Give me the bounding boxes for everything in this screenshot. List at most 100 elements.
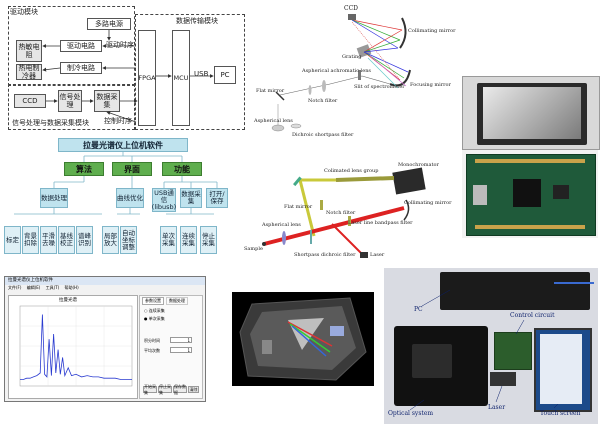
software-leaf-2: 平滑去噪 <box>40 226 57 254</box>
slit-label: Slit of spectrometer <box>354 84 405 90</box>
menu-tools[interactable]: 工具(T) <box>45 285 60 290</box>
control-circuit-photo-label: Control circuit <box>510 312 555 319</box>
software-tree-panel: 拉曼光谱仪上位机软件 算法 界面 功能 数据处理 曲线优化 USB通信(libu… <box>0 134 240 258</box>
menu-edit[interactable]: 编辑(E) <box>26 285 41 290</box>
dichroic-filter-label: Dichroic shortpass filter <box>292 132 354 138</box>
average-count-label: 平均次数 <box>144 348 160 353</box>
algorithm-label: 算法 <box>76 164 92 174</box>
block-diagram-arrows <box>42 30 214 123</box>
device-photo: PC Control circuit Optical system Laser … <box>384 268 598 424</box>
interface-box: 界面 <box>112 162 152 176</box>
software-leaf-3: 基线校正 <box>58 226 75 254</box>
graph-title: 拉曼光谱 <box>59 298 77 303</box>
software-window: 拉曼光谱仪上位机软件 文件(F) 编辑(E) 工具(T) 帮助(H) 拉曼光谱 … <box>4 276 206 402</box>
integration-time-input[interactable]: 1 <box>170 337 192 343</box>
spectrum-chart <box>19 305 133 387</box>
spectrum-line <box>20 314 132 380</box>
data-process-box: 数据处理 <box>40 188 68 208</box>
fpga-box: FPGA <box>138 30 156 126</box>
device-leader-lines <box>409 289 559 411</box>
flat-mirror-label-mid: Flat mirror <box>284 204 313 210</box>
tab-process[interactable]: 数据处理 <box>166 297 188 305</box>
signal-module-outline <box>8 84 135 130</box>
optical-cavity <box>412 344 452 378</box>
notch-filter-label-top: Notch filter <box>308 98 338 104</box>
option-single[interactable]: ● 单次采集 <box>144 316 165 321</box>
software-title: 拉曼光谱仪上位机软件 <box>83 140 163 150</box>
software-leaf-9: 停止采集 <box>200 226 217 254</box>
optical-housing <box>394 326 488 406</box>
curve-opt-box: 曲线优化 <box>116 188 144 208</box>
algorithm-box: 算法 <box>64 162 104 176</box>
optics-mid-panel: Colimated lens group Monochromator Flat … <box>244 160 456 264</box>
software-leaf-7: 单次采集 <box>160 226 177 254</box>
touch-screen-photo-label: Touch screen <box>540 410 581 417</box>
aspherical-lens-label-mid: Aspherical lens <box>262 222 301 228</box>
menu-file[interactable]: 文件(F) <box>8 285 22 290</box>
open-save-box: 打开/保存 <box>206 188 228 208</box>
laptop-silhouette <box>440 272 590 310</box>
pcb-chip <box>513 179 541 207</box>
ccd-box: CCD <box>14 94 46 108</box>
software-leaf-5: 局部放大 <box>102 226 119 254</box>
cooling-circuit-box: 制冷电路 <box>60 62 102 74</box>
start-acquire-button[interactable]: 开始采集 <box>143 383 157 395</box>
usb-comm-box: USB通信(libusb) <box>151 188 177 212</box>
stop-acquire-button[interactable]: 停止采集 <box>158 383 172 395</box>
drive-module-label: 驱动模块 <box>10 8 38 16</box>
optics-mid-drawing <box>262 167 426 258</box>
interface-label: 界面 <box>124 164 140 174</box>
signal-module-label: 信号处理与数据采集模块 <box>12 119 89 127</box>
touchscreen-glass <box>483 87 581 139</box>
optics-top-drawing <box>271 14 411 132</box>
circuit-board-photo <box>462 150 598 238</box>
aspherical-lens-label-top: Aspherical lens <box>254 118 293 124</box>
function-label: 功能 <box>174 164 190 174</box>
software-leaf-0: 标定 <box>4 226 21 254</box>
save-data-button[interactable]: 保存数据 <box>173 383 187 395</box>
software-tree-lines <box>14 152 218 215</box>
control-timing-label: 控制时序 <box>104 117 132 125</box>
pc-box: PC <box>214 66 236 84</box>
monochromator-label: Monochromator <box>398 162 439 168</box>
optical-system-photo-label: Optical system <box>388 410 434 417</box>
window-title: 拉曼光谱仪上位机软件 <box>8 278 53 283</box>
achromatic-lens-label: Aspherical achromatic lens <box>302 68 371 74</box>
option-continuous[interactable]: ○ 连续采集 <box>144 308 165 313</box>
laser-photo-label: Laser <box>488 404 506 411</box>
pcb-header-bottom <box>475 225 585 229</box>
thermistor-box: 热敏电阻 <box>16 40 42 62</box>
notch-filter-label-mid: Notch filter <box>326 210 356 216</box>
pc-photo-label: PC <box>414 306 423 313</box>
laser-module <box>490 372 516 386</box>
data-collect-box: 数据采集 <box>180 188 202 208</box>
optics-3d-drawing <box>239 297 367 381</box>
shortpass-dichroic-label: Shortpass dichroic filter <box>294 252 356 258</box>
multi-power-box: 多路电源 <box>87 18 131 30</box>
tab-params[interactable]: 参数设置 <box>142 297 164 305</box>
software-leaf-1: 背景扣除 <box>22 226 39 254</box>
function-box: 功能 <box>162 162 202 176</box>
average-count-input[interactable]: 1 <box>170 347 192 353</box>
thermo-cooler-box: 热电制冷器 <box>16 64 42 80</box>
menu-help[interactable]: 帮助(H) <box>64 285 79 290</box>
window-titlebar: 拉曼光谱仪上位机软件 <box>5 277 205 285</box>
optics-3d-render <box>232 292 374 386</box>
signal-proc-box: 信号处理 <box>58 90 82 112</box>
clear-button[interactable]: 清除 <box>188 386 199 393</box>
pcb-header <box>475 159 585 163</box>
graph-area: 拉曼光谱 <box>8 295 138 399</box>
ccd-label: CCD <box>344 5 358 12</box>
cable <box>554 282 594 284</box>
focusing-mirror-label: Focusing mirror <box>410 82 451 88</box>
software-leaf-8: 连续采集 <box>180 226 197 254</box>
grating-label: Grating <box>342 54 362 60</box>
usb-label: USB <box>194 70 209 78</box>
window-menubar: 文件(F) 编辑(E) 工具(T) 帮助(H) <box>5 285 205 291</box>
optics-top-panel: CCD Collimating mirror Grating Aspherica… <box>250 0 456 150</box>
collimating-mirror-label: Collimating mirror <box>408 28 456 34</box>
collimated-lens-group-label: Colimated lens group <box>324 168 379 174</box>
drive-circuit-box: 驱动电路 <box>60 40 102 52</box>
software-title-box: 拉曼光谱仪上位机软件 <box>58 138 188 152</box>
collimating-mirror-label-mid: Collimating mirror <box>404 200 452 206</box>
